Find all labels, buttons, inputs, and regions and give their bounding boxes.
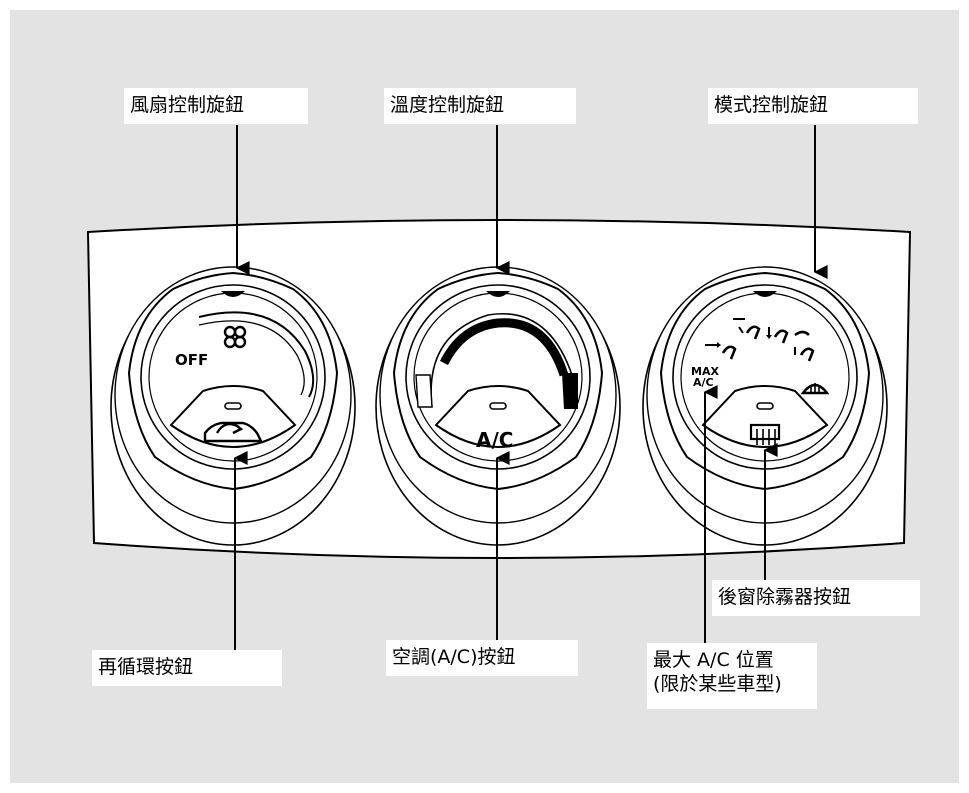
fan-pointer <box>221 291 245 297</box>
vent-face-icon <box>705 342 737 360</box>
recirculation-indicator <box>224 402 242 410</box>
ac-button-label: 空調(A/C)按鈕 <box>386 640 578 676</box>
fan-control-knob[interactable]: OFF <box>110 266 356 546</box>
rear-defrost-button[interactable] <box>701 385 829 448</box>
ac-indicator <box>489 402 507 410</box>
temperature-pointer <box>486 291 510 297</box>
mode-knob-label: 模式控制旋鈕 <box>708 88 918 124</box>
rear-defrost-indicator <box>756 402 774 410</box>
floor-icon <box>766 327 789 344</box>
recirculation-button[interactable] <box>169 385 297 448</box>
max-ac-label-line2: (限於某些車型) <box>653 673 782 695</box>
ac-button[interactable] <box>434 385 562 448</box>
floor-defrost-icon <box>794 330 815 362</box>
bilevel-icon <box>733 318 761 340</box>
ac-button-text: A/C <box>476 428 513 452</box>
fan-knob-label: 風扇控制旋鈕 <box>124 88 308 124</box>
temp-knob-label: 溫度控制旋鈕 <box>384 88 576 124</box>
fan-icon <box>223 325 247 349</box>
max-text: MAX <box>691 365 719 378</box>
recirc-button-label: 再循環按鈕 <box>92 650 282 686</box>
temperature-scale <box>430 313 573 409</box>
fan-speed-scale <box>198 311 315 398</box>
temperature-control-knob[interactable]: A/C <box>375 266 621 546</box>
windshield-defrost-icon <box>800 383 830 395</box>
rear-defrost-label: 後窗除霧器按鈕 <box>712 580 920 616</box>
fan-off-label: OFF <box>175 351 208 369</box>
max-ac-label: 最大 A/C 位置 (限於某些車型) <box>647 643 817 709</box>
mode-pointer <box>753 291 777 297</box>
recirculation-car-icon <box>203 421 263 443</box>
rear-defrost-icon <box>749 423 781 445</box>
max-ac-text: A/C <box>693 376 714 389</box>
max-ac-label-line1: 最大 A/C 位置 <box>653 649 774 671</box>
